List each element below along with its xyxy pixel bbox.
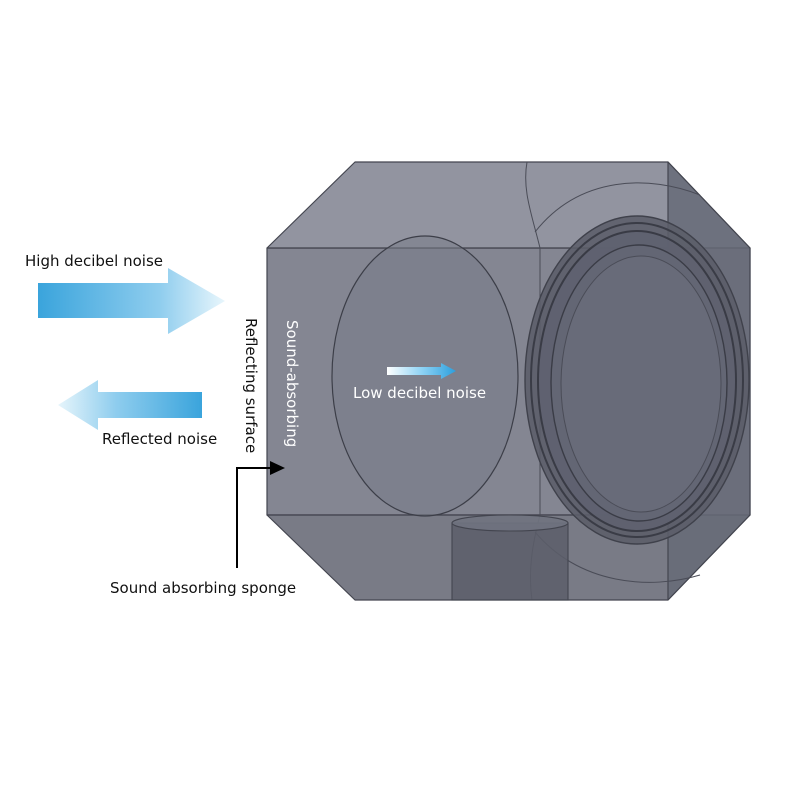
- top-seam: [525, 161, 541, 249]
- outlet-window: [524, 215, 750, 545]
- reflected-noise-label: Reflected noise: [102, 430, 217, 448]
- bottom-duct: [451, 514, 569, 601]
- reflecting-surface-label: Reflecting surface: [242, 318, 260, 453]
- sound-absorbing-sponge-label: Sound absorbing sponge: [110, 579, 296, 597]
- bottom-duct-body: [451, 522, 569, 601]
- bottom-duct-rim: [451, 514, 569, 532]
- outlet-ring-2: [530, 222, 744, 538]
- high-decibel-arrow: [38, 268, 225, 334]
- reflected-noise-arrow: [58, 380, 202, 430]
- low-decibel-noise-label: Low decibel noise: [353, 384, 486, 402]
- sponge-pointer-head: [270, 461, 285, 475]
- outlet-lens: [560, 255, 722, 513]
- sound-absorbing-label: Sound-absorbing: [283, 320, 301, 447]
- low-decibel-arrow: [387, 363, 456, 379]
- sponge-pointer-line: [236, 467, 278, 568]
- inner-chamber: [331, 235, 519, 517]
- high-decibel-noise-label: High decibel noise: [25, 252, 163, 270]
- chamber-curve-top: [534, 182, 701, 233]
